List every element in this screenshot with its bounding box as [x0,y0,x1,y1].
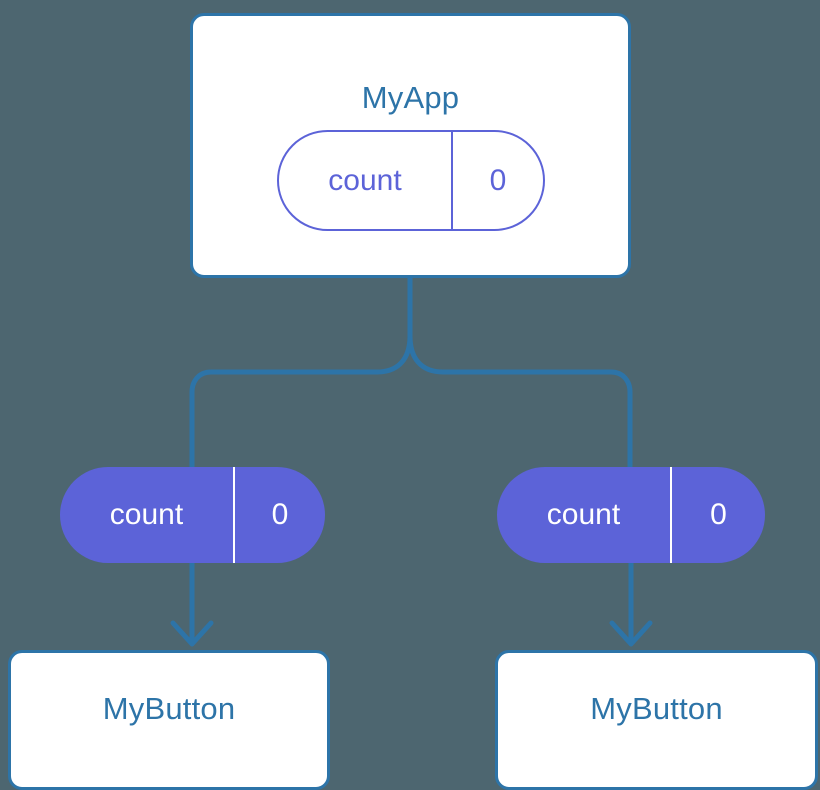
child-component-box-left[interactable]: MyButton [8,650,330,790]
left-arrow-head-icon [170,620,214,647]
right-branch-connector [407,335,633,467]
left-state-pill[interactable]: count 0 [60,467,325,563]
child-component-title-right: MyButton [590,691,723,726]
diagram-canvas: MyApp count 0 count 0 count 0 MyButton M… [8,13,818,790]
right-arrow-head-icon [609,620,653,647]
left-branch-connector [189,335,413,467]
left-state-value: 0 [271,498,289,531]
root-state-key: count [279,132,453,229]
left-state-key: count [60,467,235,563]
right-state-pill[interactable]: count 0 [497,467,765,563]
child-component-box-right[interactable]: MyButton [495,650,818,790]
right-state-key: count [497,467,672,563]
right-state-value: 0 [710,498,727,531]
root-component-title: MyApp [361,80,460,115]
root-state-pill[interactable]: count 0 [277,130,545,231]
root-state-value: 0 [489,163,507,197]
child-component-title-left: MyButton [102,691,236,726]
